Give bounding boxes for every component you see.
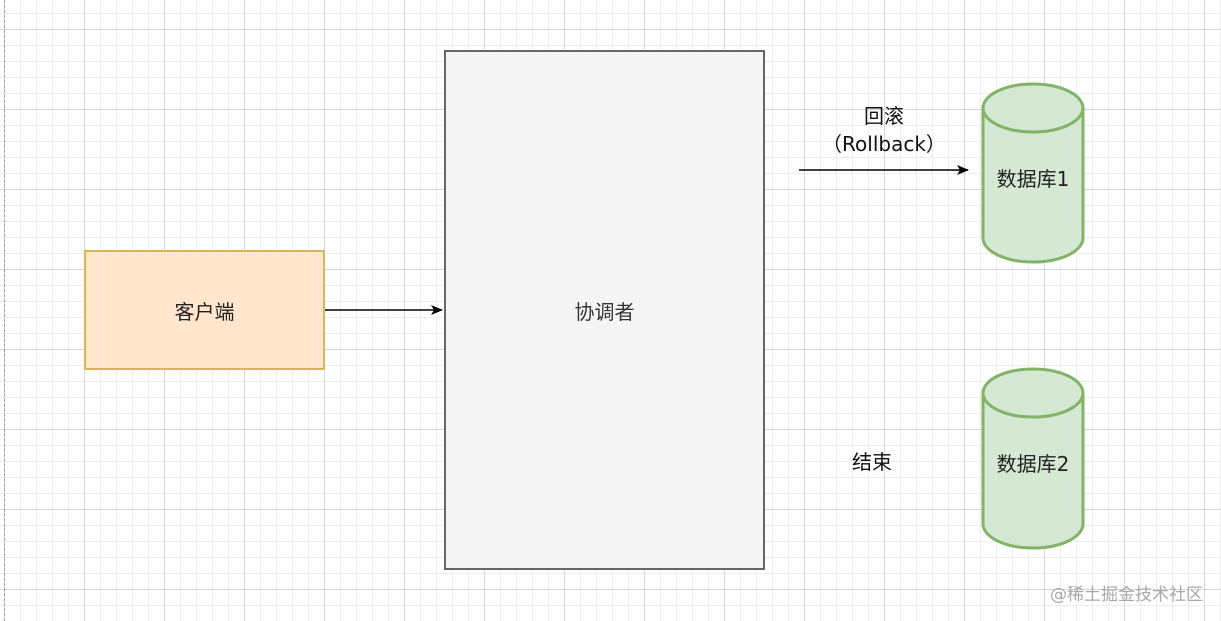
rollback-label-line-1: 回滚 (864, 104, 904, 128)
database-1-cylinder[interactable] (981, 82, 1085, 264)
client-node-label: 客户端 (174, 299, 235, 324)
rollback-edge-label: 回滚 （Rollback） (804, 102, 964, 158)
database-2-label: 数据库2 (996, 452, 1070, 476)
end-edge-label: 结束 (852, 450, 892, 474)
coordinator-node-label: 协调者 (574, 299, 635, 324)
database-1-label: 数据库1 (996, 167, 1070, 191)
client-node[interactable]: 客户端 (84, 250, 325, 370)
page-boundary-line (4, 0, 5, 621)
rollback-label-line-2: （Rollback） (822, 132, 946, 156)
watermark-text: @稀土掘金技术社区 (1050, 585, 1203, 605)
database-2-cylinder[interactable] (981, 367, 1085, 550)
coordinator-node[interactable]: 协调者 (444, 50, 765, 570)
